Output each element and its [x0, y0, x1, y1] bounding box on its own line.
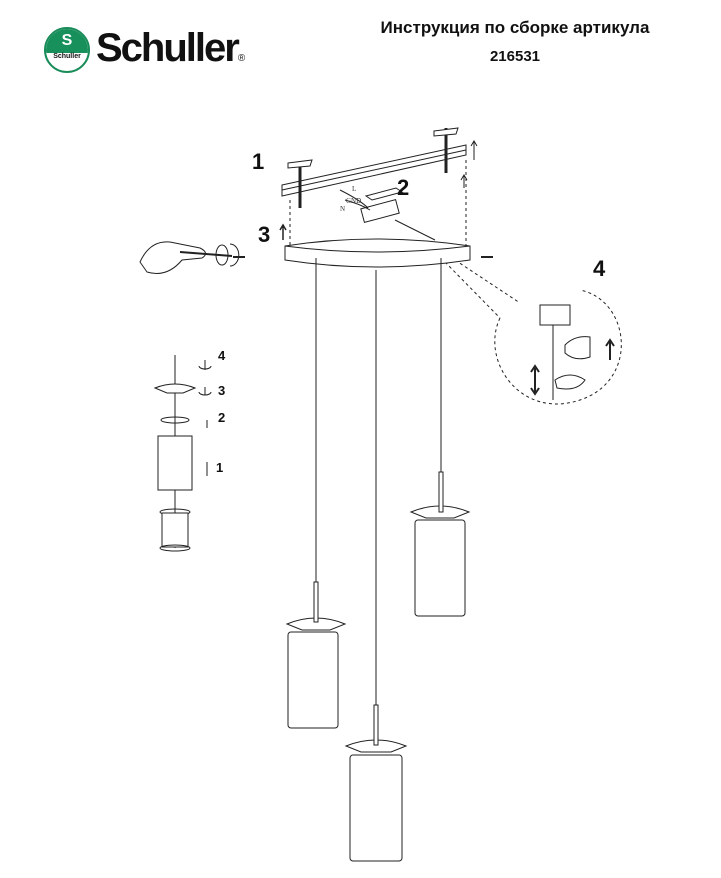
hand-screwdriver-icon — [139, 241, 240, 274]
pendant-shade-center — [344, 704, 408, 862]
step-3-label: 3 — [258, 222, 270, 247]
shade-step-1: 1 — [216, 460, 223, 475]
cord-adjust-detail — [530, 304, 615, 400]
pendant-cords — [315, 258, 442, 740]
article-number: 216531 — [489, 48, 541, 65]
terminal-block — [339, 187, 436, 241]
brand-name: Schuller — [96, 26, 240, 70]
ceiling-canopy — [284, 238, 471, 268]
shade-step-3: 3 — [218, 383, 225, 398]
exploded-shade-view — [153, 355, 212, 552]
logo-badge-text: Schuller — [53, 53, 81, 61]
logo-s-icon: S — [46, 29, 88, 54]
page-title: Инструкция по сборке артикула — [380, 18, 650, 37]
wire-label-gnd: GND — [346, 197, 361, 205]
pendant-shade-left — [285, 581, 347, 729]
mounting-bracket — [281, 127, 478, 208]
wire-label-l: L — [352, 185, 356, 193]
brand-wordmark: Schuller® — [96, 26, 245, 71]
shade-step-4: 4 — [218, 348, 226, 363]
step-4-label: 4 — [593, 256, 606, 281]
step-1-label: 1 — [252, 149, 264, 174]
guide-lines — [289, 160, 622, 405]
pendant-shade-right — [409, 471, 471, 617]
step-2-label: 2 — [397, 175, 409, 200]
registered-mark: ® — [237, 53, 246, 64]
wire-label-n: N — [340, 205, 345, 213]
brand-logo-badge: S Schuller — [44, 27, 90, 73]
shade-step-2: 2 — [218, 410, 225, 425]
